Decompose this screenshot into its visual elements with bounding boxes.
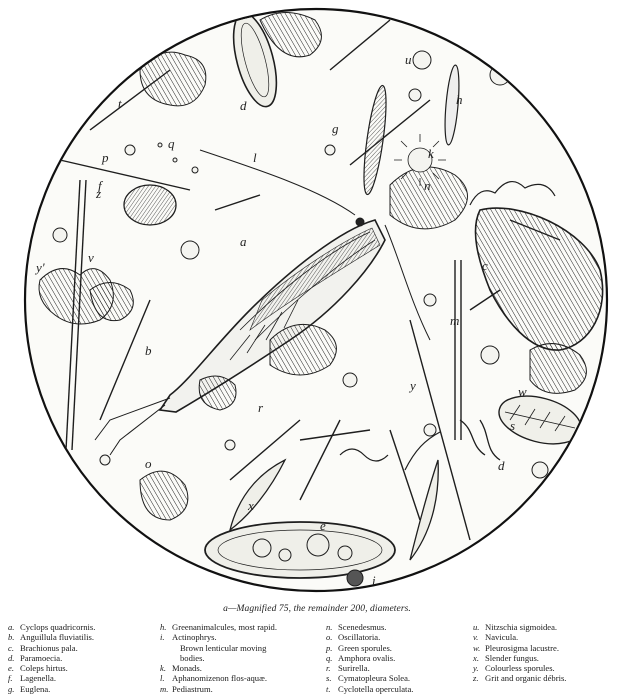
legend-entry: q.Amphora ovalis.: [326, 652, 396, 663]
scenedesmus: [339, 448, 389, 462]
plate-label: b: [145, 343, 152, 358]
plate-label: l: [253, 150, 257, 165]
surirella: [498, 395, 582, 445]
legend-entry: e.Coleps hirtus.: [8, 663, 68, 674]
plate-label: g: [332, 121, 339, 136]
organic-debris: [38, 12, 587, 521]
plate-label: m: [450, 313, 459, 328]
legend-entry: f.Lagenella.: [8, 673, 57, 684]
legend-entry: t.Cyclotella operculata.: [326, 683, 414, 694]
plate-label: y': [34, 260, 45, 275]
legend-column-3: n.Scenedesmus. o.Oscillatoria. p.Green s…: [326, 622, 413, 694]
plate-label: v: [88, 250, 94, 265]
paramoecia: [204, 12, 396, 579]
legend-entry: b.Anguillula fluviatilis.: [8, 632, 94, 643]
plate-label: o: [145, 456, 152, 471]
legend-entry: x.Slender fungus.: [473, 652, 539, 663]
legend-entry: p.Green sporules.: [326, 642, 392, 653]
legend-entry: r.Surirella.: [326, 663, 370, 674]
plate-labels: a b c d e f g h i k l m n o p q r s t u …: [34, 52, 527, 588]
legend-column-2: h.Greenanimalcules, most rapid. i.Actino…: [160, 622, 277, 694]
plate-label: f: [98, 178, 104, 193]
coleps-hirtus: [123, 64, 460, 226]
plate-label: t: [118, 96, 122, 111]
legend-column-1: a.Cyclops quadricornis. b.Anguillula flu…: [8, 622, 95, 694]
plate-label: d: [240, 98, 247, 113]
legend-entry: v.Navicula.: [473, 632, 519, 643]
navicula-pleurosigma: [228, 431, 441, 561]
legend-column-4: u.Nitzschia sigmoidea. v.Navicula. w.Ple…: [473, 622, 566, 684]
legend-entry: y.Colourless sporules.: [473, 663, 555, 674]
microscope-field-illustration: a b c d e f g h i k l m n o p q r s t u …: [23, 7, 609, 593]
anguillula: [459, 419, 501, 461]
legend-entry: k.Monads.: [160, 663, 202, 674]
actinophrys: [394, 134, 446, 186]
legend-entry: l.Aphanomizenon flos-aquæ.: [160, 673, 267, 684]
legend-entry: Brown lenticular moving: [180, 642, 267, 653]
plate-label: c: [482, 258, 488, 273]
legend: a.Cyclops quadricornis. b.Anguillula flu…: [8, 622, 628, 696]
plate-label: y: [408, 378, 416, 393]
legend-entry: h.Greenanimalcules, most rapid.: [160, 622, 278, 632]
plate-label: h: [456, 92, 463, 107]
plate-label: u: [405, 52, 412, 67]
plate-label: r: [258, 400, 264, 415]
plate-label: z: [95, 186, 101, 201]
plate-label: a: [240, 234, 247, 249]
legend-entry: bodies.: [180, 652, 205, 663]
plate-label: w: [518, 384, 527, 399]
plate-label: k: [428, 146, 434, 161]
plate-label: s: [510, 418, 515, 433]
legend-entry: z.Grit and organic débris.: [473, 673, 567, 684]
plate-label: p: [101, 150, 109, 165]
legend-entry: n.Scenedesmus.: [326, 622, 387, 632]
plate-label: n: [424, 178, 431, 193]
legend-entry: s.Cymatopleura Solea.: [326, 673, 411, 684]
legend-entry: w.Pleurosigma lacustre.: [473, 642, 559, 653]
plate-label: d: [498, 458, 505, 473]
legend-entry: a.Cyclops quadricornis.: [8, 622, 96, 632]
legend-entry: u.Nitzschia sigmoidea.: [473, 622, 558, 632]
legend-entry: i.Actinophrys.: [160, 632, 217, 643]
plate-label: i: [372, 573, 376, 588]
legend-entry: m.Pediastrum.: [160, 683, 213, 694]
legend-entry: o.Oscillatoria.: [326, 632, 381, 643]
legend-entry: g.Euglena.: [8, 683, 51, 694]
plate-label: e: [320, 518, 326, 533]
legend-entry: d.Paramoecia.: [8, 652, 63, 663]
cyclops-organism: [94, 149, 431, 456]
legend-entry: c.Brachionus pala.: [8, 642, 78, 653]
plate-label: x: [247, 498, 254, 513]
plate-label: q: [168, 136, 175, 151]
plate-caption: a—Magnified 75, the remainder 200, diame…: [223, 604, 411, 614]
